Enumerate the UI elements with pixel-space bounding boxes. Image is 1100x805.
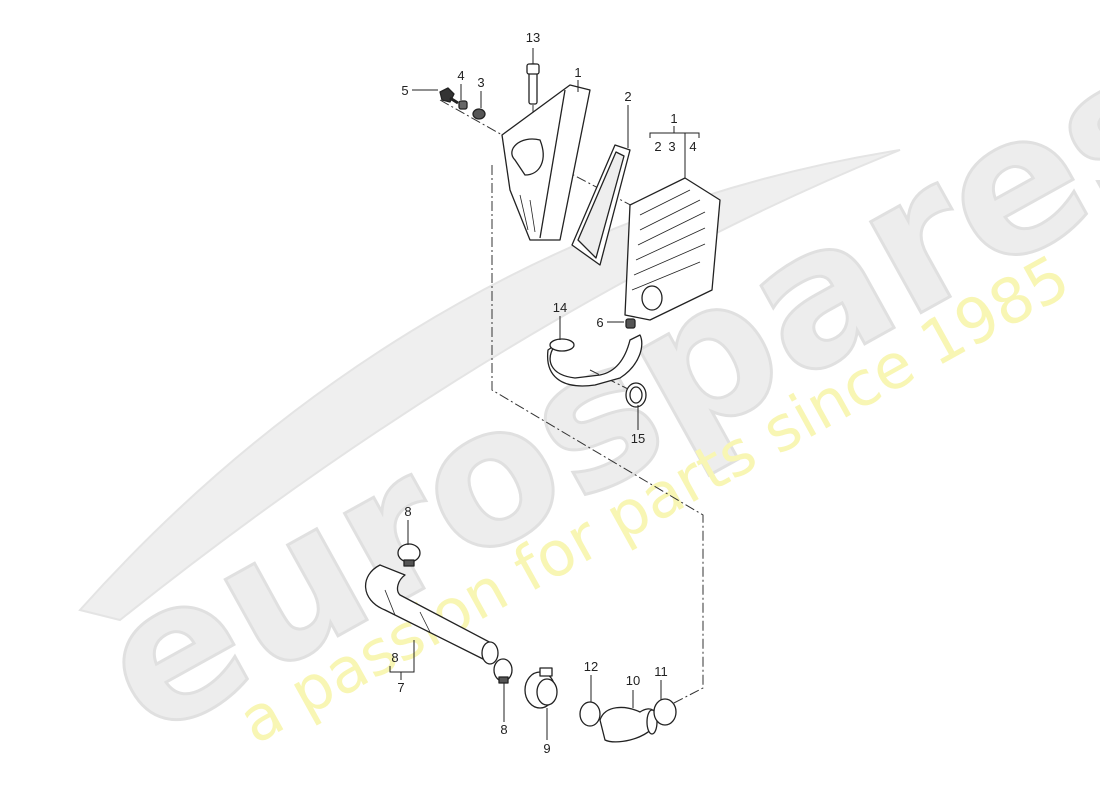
seal-15: [625, 382, 647, 408]
callout-2: 2: [624, 89, 631, 104]
callout-15: 15: [631, 431, 645, 446]
callout-8-lower: 8: [500, 722, 507, 737]
callout-8-bracket: 8: [391, 650, 398, 665]
intake-duct-14: [546, 334, 643, 387]
intake-hose-7: [364, 564, 499, 665]
air-mass-meter-9: [524, 667, 558, 709]
callout-8-top: 8: [404, 504, 411, 519]
screw-5: [439, 87, 459, 105]
spacer-4: [458, 100, 468, 110]
callout-6: 6: [596, 315, 603, 330]
callout-1-sub-2: 2: [654, 139, 661, 154]
callout-14: 14: [553, 300, 567, 315]
leader-lines: [389, 48, 700, 740]
callout-12: 12: [584, 659, 598, 674]
callout-10: 10: [626, 673, 640, 688]
callout-1-sub-3: 3: [668, 139, 675, 154]
callout-1-sub-4: 4: [689, 139, 696, 154]
watermark-swoosh: [78, 149, 901, 622]
callout-4: 4: [457, 68, 464, 83]
air-cleaner-upper-housing: [501, 84, 591, 241]
callout-9: 9: [543, 741, 550, 756]
parts-artwork: [364, 63, 721, 743]
callout-5: 5: [401, 83, 408, 98]
hose-clamp-8-top: [397, 543, 421, 567]
callout-13: 13: [526, 30, 540, 45]
hose-clamp-8-lower: [493, 658, 513, 684]
elbow-pipe-10: [599, 706, 658, 743]
callout-labels: 13 1 5 4 3 2 1 2 3 4 14 6 15 8 8 7 8 9 1…: [391, 30, 696, 756]
grommet-6: [625, 318, 636, 329]
callout-11: 11: [654, 664, 668, 679]
air-cleaner-lower-housing: [624, 177, 721, 321]
callout-7: 7: [397, 680, 404, 695]
seal-ring-12: [579, 701, 601, 727]
callout-1-assembly: 1: [670, 111, 677, 126]
bolt-13: [526, 63, 540, 105]
seal-ring-11: [653, 698, 677, 726]
callout-1-upper: 1: [574, 65, 581, 80]
callout-3: 3: [477, 75, 484, 90]
air-filter-element: [571, 144, 631, 266]
grommet-3: [472, 108, 486, 120]
